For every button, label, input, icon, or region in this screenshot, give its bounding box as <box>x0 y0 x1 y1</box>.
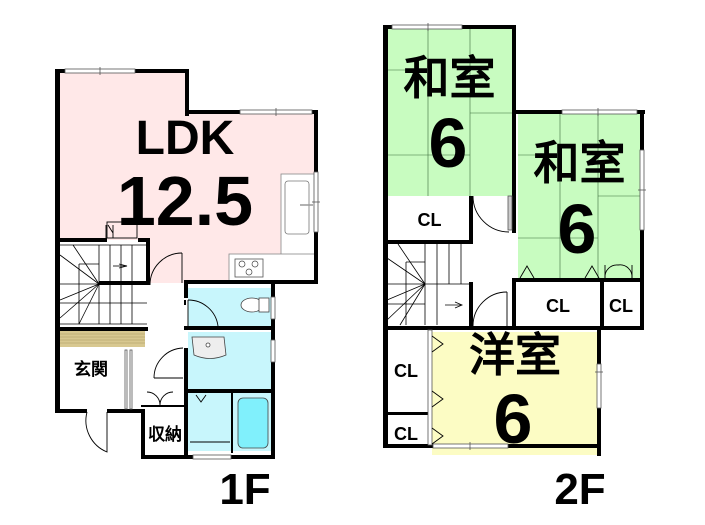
closet-label: CL <box>417 210 442 230</box>
entrance-name: 玄関 <box>74 360 108 380</box>
closet-label: CL <box>546 296 570 316</box>
washitsu1-size: 6 <box>428 104 468 182</box>
ldk-name: LDK <box>135 112 235 165</box>
floor1-windows <box>64 67 320 460</box>
youshitsu-size: 6 <box>493 380 533 458</box>
storage-name: 収納 <box>148 425 182 445</box>
closet-label: CL <box>609 296 633 316</box>
youshitsu-name: 洋室 <box>469 328 561 382</box>
washitsu1-name: 和室 <box>403 51 496 105</box>
floor2-stairs <box>386 243 473 326</box>
toilet-fixture <box>240 297 270 313</box>
washitsu2-size: 6 <box>557 190 597 268</box>
floor2-windows <box>391 23 646 450</box>
floor1-label: 1F <box>219 465 271 514</box>
ldk-size: 12.5 <box>116 162 254 240</box>
tatami-lines <box>387 28 640 278</box>
wash-basin <box>191 336 227 359</box>
ldk-area <box>58 72 315 283</box>
washitsu2-name: 和室 <box>533 136 626 190</box>
floor1-doors <box>85 221 230 453</box>
floor2-doors <box>431 195 633 445</box>
closet-label: CL <box>394 424 418 444</box>
floor2-label: 2F <box>554 465 606 514</box>
closet-label: CL <box>394 361 418 381</box>
floor2-fills <box>387 28 640 455</box>
